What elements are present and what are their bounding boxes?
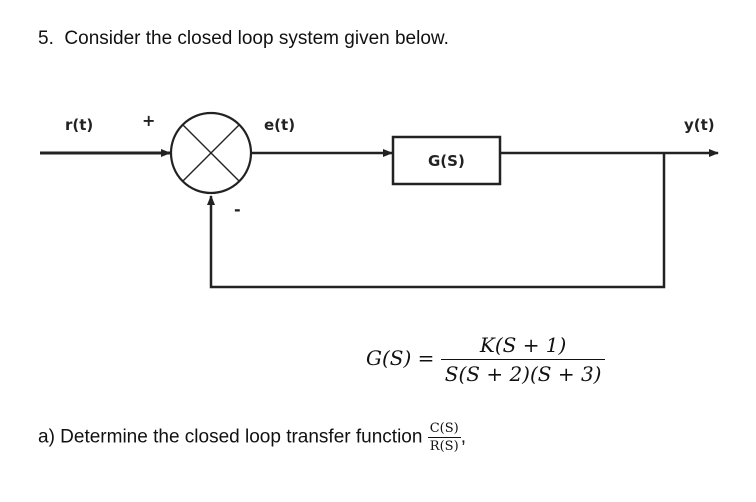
- equation-numerator: K(S + 1): [440, 333, 606, 360]
- part-a-trailing: ,: [460, 426, 466, 448]
- minus-sign: -: [234, 200, 241, 219]
- equation-fraction: K(S + 1) S(S + 2)(S + 3): [440, 333, 606, 386]
- equation-denominator: S(S + 2)(S + 3): [444, 362, 602, 386]
- feedback-path: [207, 153, 666, 289]
- transfer-function-block: [391, 135, 502, 186]
- block-label: G(S): [428, 152, 465, 170]
- error-label: e(t): [264, 116, 295, 134]
- plus-sign: +: [142, 111, 155, 130]
- closed-loop-fraction: C(S) R(S): [427, 421, 461, 454]
- equation-lhs: G(S) =: [366, 346, 435, 370]
- question-number: 5.: [38, 28, 54, 49]
- closed-loop-numerator: C(S): [427, 421, 461, 438]
- question-text: Consider the closed loop system given be…: [64, 28, 449, 49]
- part-a: a) Determine the closed loop transfer fu…: [38, 421, 466, 454]
- output-label: y(t): [684, 116, 715, 134]
- closed-loop-denominator: R(S): [429, 439, 459, 454]
- transfer-function-equation: G(S) = K(S + 1) S(S + 2)(S + 3): [366, 333, 606, 386]
- part-a-text: a) Determine the closed loop transfer fu…: [38, 426, 423, 448]
- input-label: r(t): [65, 116, 93, 134]
- question-heading: 5. Consider the closed loop system given…: [38, 28, 449, 50]
- summing-junction: [169, 111, 253, 195]
